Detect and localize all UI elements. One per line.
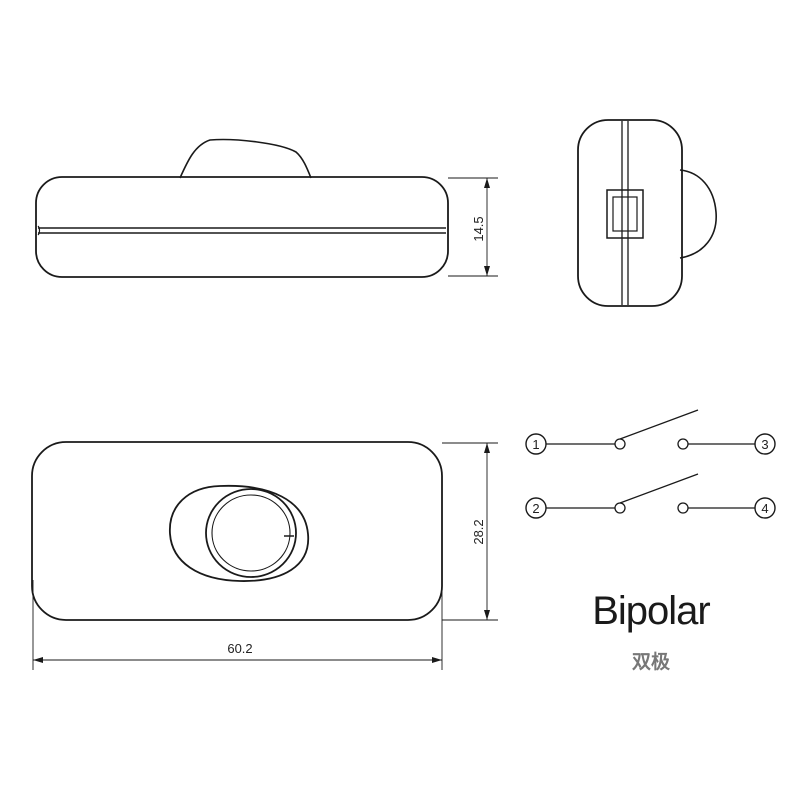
- terminal-2-label: 2: [532, 501, 539, 516]
- side-view-body: [35, 176, 449, 278]
- width-dimension-label: 28.2: [471, 519, 486, 544]
- side-view-rocker: [179, 138, 312, 179]
- length-dimension-label: 60.2: [227, 641, 252, 656]
- switch-blade-2: [619, 473, 699, 504]
- top-view-rocker-inner: [205, 488, 297, 578]
- terminal-1-label: 1: [532, 437, 539, 452]
- terminal-4: [754, 497, 776, 519]
- terminal-3-label: 3: [761, 437, 768, 452]
- contact-1-throw: [677, 438, 689, 450]
- terminal-4-label: 4: [761, 501, 768, 516]
- length-dimension: 60.2: [32, 580, 443, 670]
- wiring-schematic: 1 3 2 4: [525, 409, 776, 519]
- subtitle: 双极: [632, 650, 671, 673]
- end-view-body: [577, 119, 683, 307]
- top-view-body: [31, 441, 443, 621]
- terminal-3: [754, 433, 776, 455]
- switch-blade-1: [619, 409, 699, 440]
- contact-2-common: [614, 502, 626, 514]
- top-view: [31, 441, 443, 621]
- end-view: [577, 119, 717, 307]
- top-view-rocker-outer: [169, 484, 309, 582]
- end-view-rocker: [679, 169, 717, 259]
- contact-2-throw: [677, 502, 689, 514]
- height-dimension: 14.5: [448, 177, 498, 277]
- width-dimension: 28.2: [442, 442, 498, 621]
- title: Bipolar: [592, 589, 710, 633]
- end-view-latch: [606, 189, 644, 239]
- side-view: [35, 138, 449, 278]
- contact-1-common: [614, 438, 626, 450]
- height-dimension-label: 14.5: [471, 216, 486, 241]
